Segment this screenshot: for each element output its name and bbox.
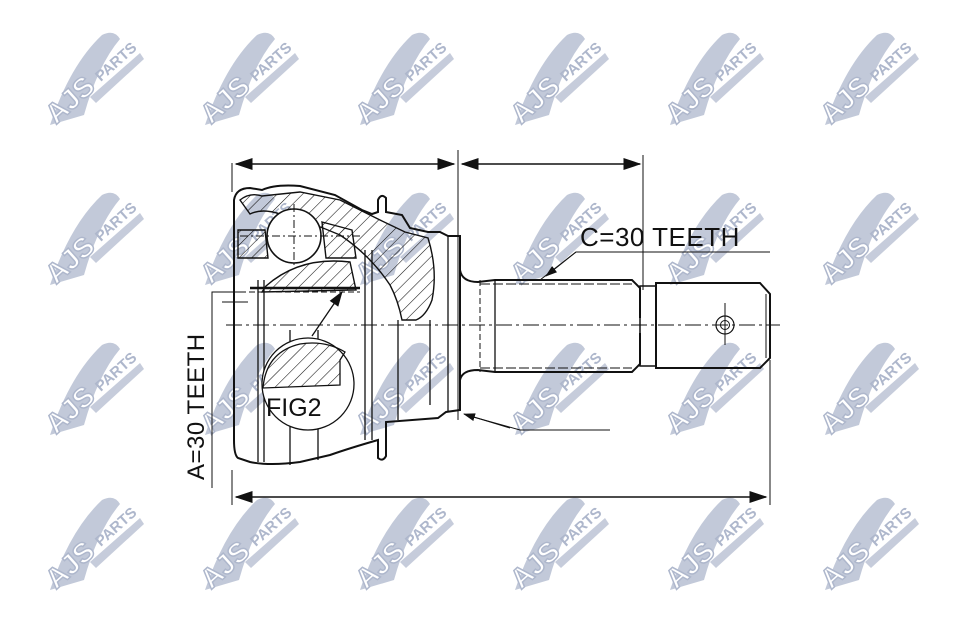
fig2-detail [261, 337, 355, 431]
dimension-bottom [231, 360, 771, 505]
inner-spline-label: A=30 TEETH [183, 333, 210, 480]
outer-spline-label: C=30 TEETH [580, 222, 740, 252]
dimension-top-right [460, 155, 644, 290]
hatched-sections [237, 191, 435, 321]
dimension-top-left [231, 150, 459, 420]
spline-shaft [459, 269, 771, 381]
detail-label: FIG2 [266, 394, 322, 422]
